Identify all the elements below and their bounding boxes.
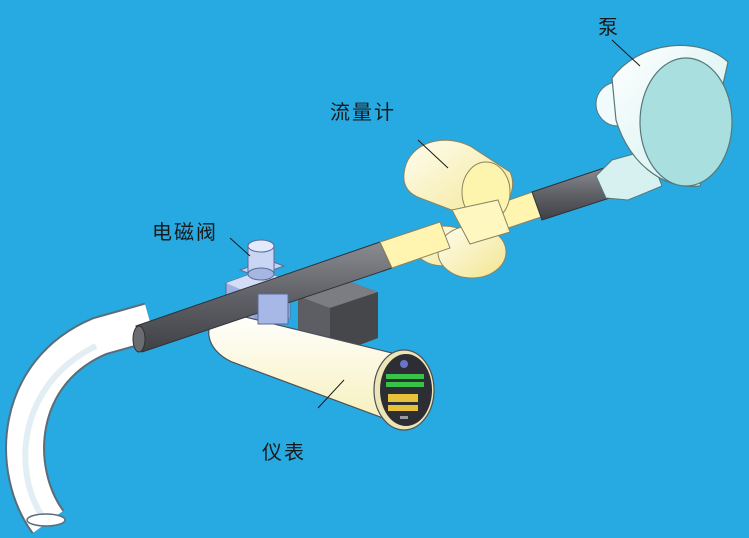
leader-valve [229,237,251,257]
display-row-3 [388,394,418,402]
instrument [208,280,435,431]
label-solenoid-valve: 电磁阀 [152,220,218,244]
hose [5,302,156,534]
leader-flowmeter [417,139,449,169]
display-row-4 [388,405,418,411]
display-row-2 [386,382,424,387]
leader-lines [229,39,641,409]
flowmeter [403,139,514,245]
solenoid-top [238,239,289,325]
display-row-1 [386,374,424,379]
leader-instrument [317,379,345,409]
indicator-led [400,360,408,368]
pump [595,44,733,201]
label-flowmeter: 流量计 [330,100,396,124]
label-instrument: 仪表 [262,440,306,464]
leader-pump [611,39,641,67]
label-pump: 泵 [598,15,620,39]
